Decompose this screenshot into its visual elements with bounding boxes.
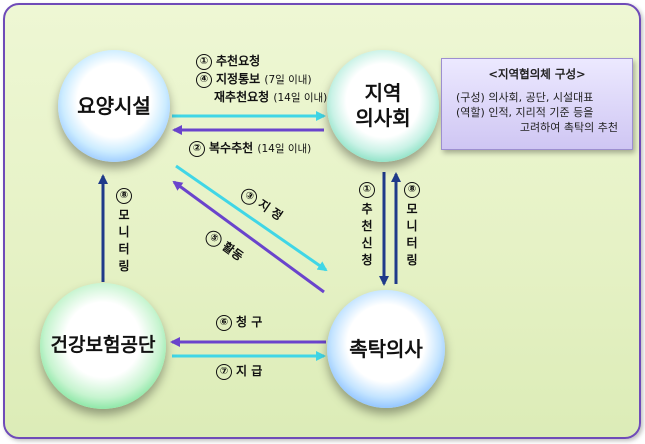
council-info-role-cont: 고려하여 촉탁의 추천 [519,121,618,134]
node-health-insurance: 건강보험공단 [40,283,166,409]
node-care-facility: 요양시설 [58,50,170,162]
arrow-activity [172,180,325,294]
node-regional-medical-assoc: 지역 의사회 [327,50,439,162]
label-right-monitoring: ⑧ 모 니 터 링 [404,182,420,269]
council-info-title: <지역협의체 구성> [488,67,586,81]
label-step4b: 재추천요청 (14일 이내) [214,90,328,104]
node-health-insurance-label: 건강보험공단 [50,334,156,357]
node-regional-line2: 의사회 [355,106,411,130]
council-info-composition: (구성) 의사회, 공단, 시설대표 [456,91,594,104]
label-left-monitoring: ⑧ 모 니 터 링 [116,188,132,275]
node-regional-line1: 지역 [364,81,402,105]
council-info-role: (역할) 인적, 지리적 기준 등을 [456,106,594,119]
node-care-facility-label: 요양시설 [77,93,151,118]
arrow-designate [175,164,328,272]
node-commissioned-doctor-label: 촉탁의사 [349,336,423,361]
label-recommend-apply: ① 추 천 신 청 [359,182,375,269]
council-info-box: <지역협의체 구성> (구성) 의사회, 공단, 시설대표 (역할) 인적, 지… [441,58,633,150]
node-commissioned-doctor: 촉탁의사 [327,290,445,408]
